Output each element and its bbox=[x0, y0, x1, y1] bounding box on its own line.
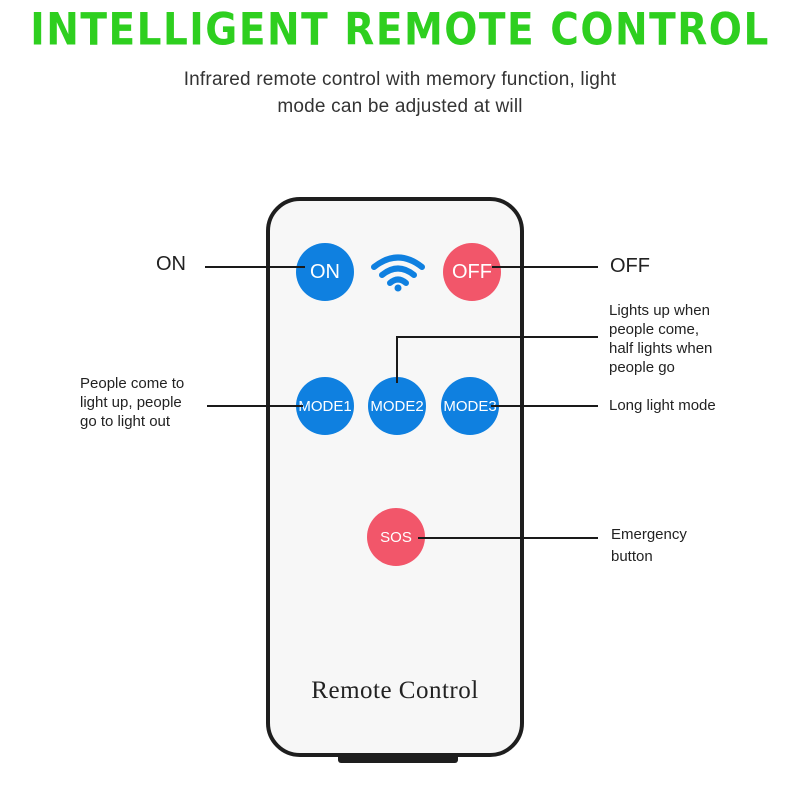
remote-bottom-notch bbox=[338, 755, 458, 763]
mode2-leader-vertical bbox=[396, 336, 398, 383]
mode2-annotation-line: people come, bbox=[609, 321, 700, 338]
sos-annotation-line: button bbox=[611, 548, 653, 565]
mode3-leader-line bbox=[491, 405, 598, 407]
mode2-annotation-line: people go bbox=[609, 359, 675, 376]
page-title: INTELLIGENT REMOTE CONTROL bbox=[30, 4, 770, 57]
mode1-button[interactable]: MODE1 bbox=[296, 377, 354, 435]
off-annotation: OFF bbox=[610, 255, 650, 277]
mode3-annotation: Long light mode bbox=[609, 397, 716, 414]
mode2-annotation-line: half lights when bbox=[609, 340, 713, 357]
mode2-annotation-line: Lights up when bbox=[609, 302, 710, 319]
page-subtitle: Infrared remote control with memory func… bbox=[100, 66, 700, 120]
wifi-signal-icon bbox=[371, 254, 425, 292]
sos-leader-line bbox=[418, 537, 598, 539]
mode1-annotation-line: People come to bbox=[80, 375, 185, 392]
mode1-annotation-line: light up, people bbox=[80, 394, 182, 411]
mode2-leader-horizontal bbox=[396, 336, 598, 338]
subtitle-line-1: Infrared remote control with memory func… bbox=[183, 69, 617, 90]
remote-label: Remote Control bbox=[311, 677, 479, 704]
off-button[interactable]: OFF bbox=[443, 243, 501, 301]
on-leader-line bbox=[205, 266, 305, 268]
sos-button[interactable]: SOS bbox=[367, 508, 425, 566]
mode1-annotation-line: go to light out bbox=[80, 413, 171, 430]
mode3-button[interactable]: MODE3 bbox=[441, 377, 499, 435]
off-leader-line bbox=[492, 266, 598, 268]
subtitle-line-2: mode can be adjusted at will bbox=[277, 96, 523, 117]
mode2-annotation: Lights up when people come, half lights … bbox=[609, 301, 712, 377]
on-annotation: ON bbox=[156, 253, 186, 275]
mode2-button[interactable]: MODE2 bbox=[368, 377, 426, 435]
sos-annotation: Emergency button bbox=[611, 524, 687, 568]
mode1-leader-line bbox=[207, 405, 303, 407]
mode1-annotation: People come to light up, people go to li… bbox=[80, 374, 184, 431]
on-button[interactable]: ON bbox=[296, 243, 354, 301]
sos-annotation-line: Emergency bbox=[611, 526, 687, 543]
